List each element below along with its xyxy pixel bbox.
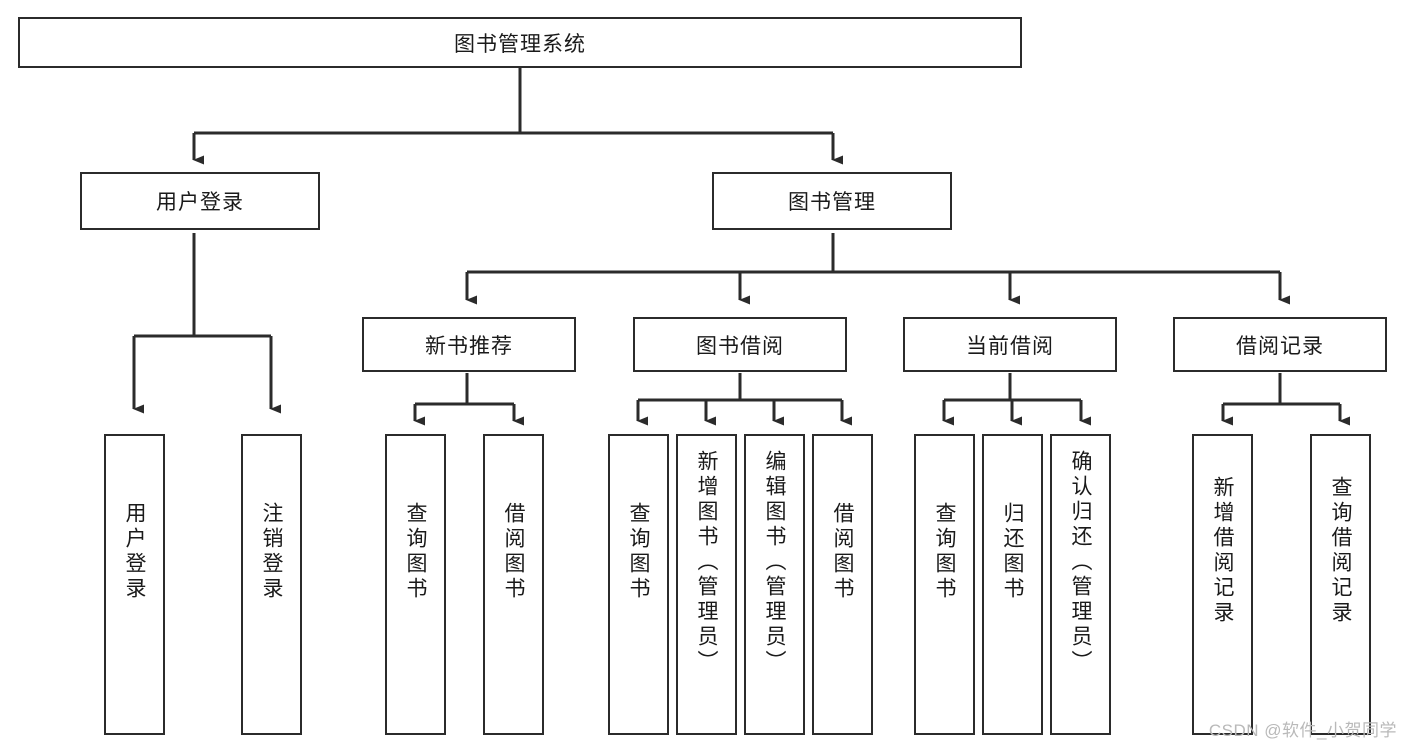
node-current-borrow[interactable]: 当前借阅 bbox=[903, 317, 1117, 372]
leaf-return-book-label: 归还图书 bbox=[1001, 502, 1024, 602]
watermark: CSDN @软件_小贺同学 bbox=[1208, 721, 1397, 740]
node-user-login[interactable]: 用户登录 bbox=[80, 172, 320, 230]
node-borrow-record-label: 借阅记录 bbox=[1236, 334, 1324, 358]
leaf-query-book-1-label: 查询图书 bbox=[404, 502, 427, 602]
leaf-query-book-2[interactable]: 查询图书 bbox=[608, 434, 669, 735]
leaf-logout-login-label: 注销登录 bbox=[260, 502, 283, 602]
leaf-add-book[interactable]: 新增图书（管理员） bbox=[676, 434, 737, 735]
leaf-edit-book-label: 编辑图书（管理员） bbox=[763, 450, 786, 675]
node-current-borrow-label: 当前借阅 bbox=[966, 334, 1054, 358]
node-book-manage-label: 图书管理 bbox=[788, 191, 876, 214]
node-book-borrow[interactable]: 图书借阅 bbox=[633, 317, 847, 372]
leaf-query-book-3-label: 查询图书 bbox=[933, 502, 956, 602]
leaf-query-record[interactable]: 查询借阅记录 bbox=[1310, 434, 1371, 735]
node-root[interactable]: 图书管理系统 bbox=[18, 17, 1022, 68]
leaf-user-login-label: 用户登录 bbox=[123, 502, 146, 602]
node-new-book-recommend[interactable]: 新书推荐 bbox=[362, 317, 576, 372]
node-book-borrow-label: 图书借阅 bbox=[696, 334, 784, 358]
leaf-query-book-1[interactable]: 查询图书 bbox=[385, 434, 446, 735]
leaf-add-book-label: 新增图书（管理员） bbox=[695, 450, 718, 675]
leaf-confirm-return[interactable]: 确认归还（管理员） bbox=[1050, 434, 1111, 735]
leaf-return-book[interactable]: 归还图书 bbox=[982, 434, 1043, 735]
leaf-edit-book[interactable]: 编辑图书（管理员） bbox=[744, 434, 805, 735]
leaf-logout-login[interactable]: 注销登录 bbox=[241, 434, 302, 735]
node-book-manage[interactable]: 图书管理 bbox=[712, 172, 952, 230]
leaf-add-record-label: 新增借阅记录 bbox=[1211, 476, 1234, 626]
leaf-borrow-book-1[interactable]: 借阅图书 bbox=[483, 434, 544, 735]
leaf-query-record-label: 查询借阅记录 bbox=[1329, 476, 1352, 626]
leaf-user-login[interactable]: 用户登录 bbox=[104, 434, 165, 735]
leaf-query-book-3[interactable]: 查询图书 bbox=[914, 434, 975, 735]
leaf-confirm-return-label: 确认归还（管理员） bbox=[1069, 450, 1092, 675]
node-root-label: 图书管理系统 bbox=[454, 32, 586, 56]
leaf-query-book-2-label: 查询图书 bbox=[627, 502, 650, 602]
leaf-add-record[interactable]: 新增借阅记录 bbox=[1192, 434, 1253, 735]
leaf-borrow-book-1-label: 借阅图书 bbox=[502, 502, 525, 602]
node-new-book-recommend-label: 新书推荐 bbox=[425, 334, 513, 358]
leaf-borrow-book-2[interactable]: 借阅图书 bbox=[812, 434, 873, 735]
node-borrow-record[interactable]: 借阅记录 bbox=[1173, 317, 1387, 372]
node-user-login-label: 用户登录 bbox=[156, 191, 244, 214]
leaf-borrow-book-2-label: 借阅图书 bbox=[831, 502, 854, 602]
